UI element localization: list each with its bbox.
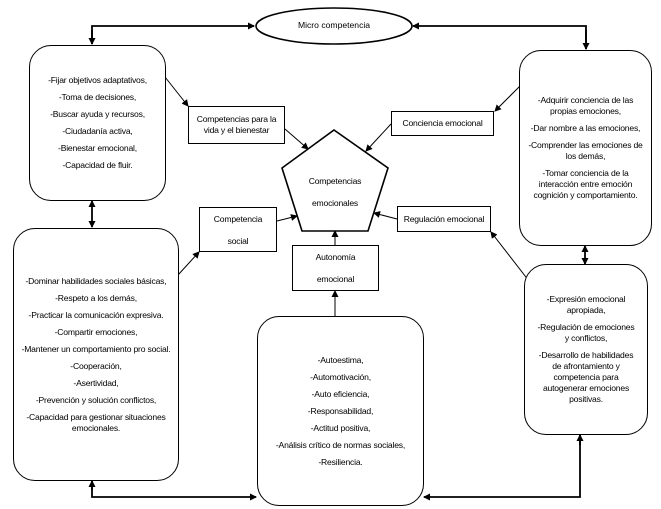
competencia-social-line-1: Competencia xyxy=(213,213,263,224)
detail-item: -Bienestar emocional, xyxy=(58,143,137,153)
center-node-line-2: emocionales xyxy=(311,198,359,208)
regulacion-emocional-box: Regulación emocional xyxy=(397,206,491,232)
detail-item: -Resiliencia. xyxy=(318,456,363,467)
detail-item: -Expresión emocional apropiada, xyxy=(546,294,626,315)
detail-item: -Buscar ayuda y recursos, xyxy=(50,109,145,119)
connector-bottom-right xyxy=(423,435,581,501)
center-node-line-1: Competencias xyxy=(308,176,362,186)
detail-item: -Ciudadanía activa, xyxy=(62,126,133,136)
arrow-vida-detail-to-label xyxy=(164,76,189,107)
social-details-box: -Dominar habilidades sociales básicas, -… xyxy=(13,228,179,481)
arrow-vida-to-center xyxy=(284,128,309,150)
detail-item: -Responsabilidad, xyxy=(307,405,374,416)
detail-item: -Adquirir conciencia de las propias emoc… xyxy=(537,95,634,116)
connector-ellipse-topright xyxy=(412,22,587,49)
detail-item: -Comprender las emociones de los demás, xyxy=(528,140,643,161)
detail-item: -Automotivación, xyxy=(310,371,371,382)
arrow-conciencia-detail-to-label xyxy=(494,85,521,112)
detail-item: -Cooperación, xyxy=(70,360,122,371)
detail-item: -Compartir emociones, xyxy=(54,326,138,337)
competencias-vida-label: Competencias para la vida y el bienestar xyxy=(196,114,277,135)
autonomia-emocional-line-1: Autonomía xyxy=(315,252,356,262)
competencia-social-line-2: social xyxy=(227,235,249,246)
regulacion-emocional-label: Regulación emocional xyxy=(403,213,485,224)
competencias-emocionales-pentagon xyxy=(281,129,389,232)
detail-item: -Análisis crítico de normas sociales, xyxy=(275,439,406,450)
arrow-regulacion-to-center xyxy=(373,211,398,220)
detail-item: -Capacidad de fluir. xyxy=(62,160,133,170)
detail-item: -Dominar habilidades sociales básicas, xyxy=(25,275,167,286)
detail-item: -Practicar la comunicación expresiva. xyxy=(28,309,164,320)
center-node-label: Competencias emocionales xyxy=(290,170,380,214)
connector-ellipse-topleft xyxy=(91,22,255,44)
detail-item: -Dar nombre a las emociones, xyxy=(530,123,641,133)
arrow-regulacion-detail-to-label xyxy=(490,231,530,282)
arrow-social-to-center xyxy=(276,214,298,222)
competencias-vida-box: Competencias para la vida y el bienestar xyxy=(188,106,285,144)
detail-item: -Autoestima, xyxy=(317,354,364,365)
conciencia-emocional-label: Conciencia emocional xyxy=(402,118,483,128)
detail-item: -Prevención y solución conflictos, xyxy=(35,394,157,405)
vida-bienestar-details-box: -Fijar objetivos adaptativos, -Toma de d… xyxy=(29,45,166,201)
arrow-social-detail-to-label xyxy=(177,251,200,276)
autonomia-emocional-box: Autonomía emocional xyxy=(292,245,379,291)
detail-item: -Capacidad para gestionar situaciones em… xyxy=(26,411,166,433)
detail-item: -Asertividad, xyxy=(73,377,119,388)
detail-item: -Auto eficiencia, xyxy=(311,388,370,399)
competencia-social-box: Competencia social xyxy=(199,207,277,252)
regulacion-details-box: -Expresión emocional apropiada, -Regulac… xyxy=(524,264,648,435)
autonomia-details-box: -Autoestima, -Automotivación, -Auto efic… xyxy=(257,316,424,506)
detail-item: -Tomar conciencia de la interacción entr… xyxy=(533,168,638,200)
arrow-conciencia-to-center xyxy=(365,123,392,152)
conciencia-emocional-box: Conciencia emocional xyxy=(391,111,494,136)
detail-item: -Mantener un comportamiento pro social. xyxy=(21,343,171,354)
detail-item: -Respeto a los demás, xyxy=(55,292,137,303)
connector-bottom-left xyxy=(91,481,257,501)
micro-competencia-label: Micro competencia xyxy=(297,20,371,30)
detail-item: -Fijar objetivos adaptativos, xyxy=(48,75,147,85)
detail-item: -Actitud positiva, xyxy=(310,422,371,433)
conciencia-details-box: -Adquirir conciencia de las propias emoc… xyxy=(519,50,652,246)
detail-item: -Desarrollo de habilidades de afrontamie… xyxy=(538,350,634,404)
autonomia-emocional-line-2: emocional xyxy=(316,274,355,284)
detail-item: -Regulación de emociones y conflictos, xyxy=(537,322,635,343)
detail-item: -Toma de decisiones, xyxy=(58,92,137,102)
